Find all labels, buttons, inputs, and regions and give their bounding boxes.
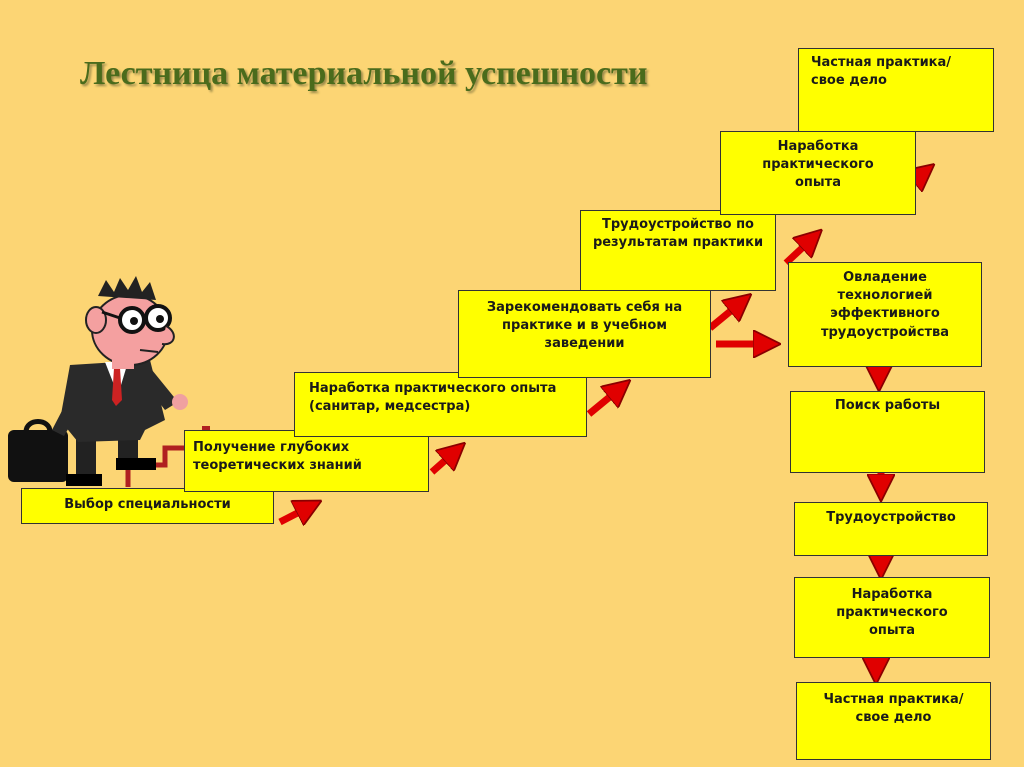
box-practical-experience-top: Наработка практического опыта: [720, 131, 916, 215]
box-theoretical-knowledge: Получение глубоких теоретических знаний: [184, 430, 429, 492]
box-job-search-technology: Овладение технологией эффективного трудо…: [788, 262, 982, 367]
businessman-climbing-stairs-icon: [8, 276, 210, 487]
box-prove-yourself: Зарекомендовать себя на практике и в уче…: [458, 290, 711, 378]
box-practical-experience-bottom: Наработка практического опыта: [794, 577, 990, 658]
box-private-practice-top: Частная практика/свое дело: [798, 48, 994, 132]
slide-title: Лестница материальной успешности: [80, 55, 648, 92]
box-employment: Трудоустройство: [794, 502, 988, 556]
arrow-step-2: [429, 449, 458, 475]
box-employment-by-practice: Трудоустройство по результатам практики: [580, 210, 776, 291]
arrow-step-1: [278, 505, 313, 522]
box-job-search: Поиск работы: [790, 391, 985, 473]
box-practical-experience-nurse: Наработка практического опыта (санитар, …: [294, 372, 587, 437]
arrow-step-4: [707, 300, 744, 331]
arrow-step-3: [586, 386, 623, 417]
box-private-practice-bottom: Частная практика/свое дело: [796, 682, 991, 760]
box-choose-specialty: Выбор специальности: [21, 488, 274, 524]
arrow-step-5: [783, 236, 815, 266]
